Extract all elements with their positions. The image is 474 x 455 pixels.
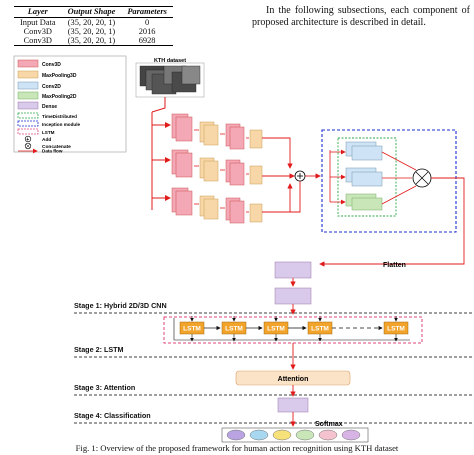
lstm-block: LSTM LSTM LSTM LSTM LSTM xyxy=(163,316,423,344)
legend-label: Dense xyxy=(42,104,57,110)
table-cell: Input Data xyxy=(20,18,56,27)
svg-text:LSTM: LSTM xyxy=(387,326,405,333)
table-cell: 0 xyxy=(144,18,150,27)
legend-item: Conv3D xyxy=(17,59,61,68)
inception-module xyxy=(321,129,457,233)
legend-label: MaxPooling3D xyxy=(42,73,77,79)
legend-item: MaxPooling2D xyxy=(17,91,77,100)
col-parameters: Parameters xyxy=(121,6,173,18)
legend-item: + Add xyxy=(24,135,51,143)
svg-text:LSTM: LSTM xyxy=(267,326,285,333)
table-cell: 6928 xyxy=(121,36,173,46)
legend-item: Concatenate xyxy=(24,142,71,150)
class-node xyxy=(295,429,315,441)
dense-block xyxy=(274,261,312,279)
body-paragraph: In the following subsections, each compo… xyxy=(252,5,470,28)
lstm-cell: LSTM xyxy=(383,321,409,335)
class-node xyxy=(226,429,246,441)
dense-block xyxy=(277,397,309,413)
svg-text:LSTM: LSTM xyxy=(311,326,329,333)
legend-item: Inception module xyxy=(17,120,80,127)
attention-label: Attention xyxy=(278,376,309,383)
legend-label: MaxPooling2D xyxy=(42,94,77,100)
stage-label: Stage 3: Attention xyxy=(74,383,136,392)
class-node xyxy=(272,429,292,441)
dataset-label: KTH dataset xyxy=(154,58,186,64)
class-node xyxy=(249,429,269,441)
svg-text:LSTM: LSTM xyxy=(183,326,201,333)
col-output-shape: Output Shape xyxy=(61,6,122,18)
table-cell: (35, 20, 20, 1) xyxy=(67,18,116,27)
stage-label: Stage 1: Hybrid 2D/3D CNN xyxy=(74,301,167,310)
col-layer: Layer xyxy=(14,6,62,18)
add-icon xyxy=(24,135,32,143)
params-table: Layer Output Shape Parameters Input Data… xyxy=(14,6,173,46)
legend-label: Inception module xyxy=(42,122,80,127)
stage-label: Stage 4: Classification xyxy=(74,411,151,420)
figure-caption: Fig. 1: Overview of the proposed framewo… xyxy=(75,443,399,453)
table-cell: 2016 xyxy=(138,27,156,36)
stage-label: Stage 2: LSTM xyxy=(74,345,124,354)
svg-text:+: + xyxy=(26,137,29,143)
legend-item: Conv2D xyxy=(17,81,61,90)
table-row: Conv3D (35, 20, 20, 1) 6928 xyxy=(14,36,173,46)
class-node xyxy=(341,429,361,441)
flatten-label: Flatten xyxy=(383,262,406,269)
legend: Conv3D MaxPooling3D Conv2D MaxPooling2D … xyxy=(13,55,127,154)
table-row: Input Data (35, 20, 20, 1) 0 xyxy=(14,18,173,28)
lstm-cell: LSTM xyxy=(221,321,247,335)
lstm-cell: LSTM xyxy=(263,321,289,335)
legend-label: LSTM xyxy=(42,130,55,135)
legend-label: Add xyxy=(42,137,51,143)
legend-label: Conv3D xyxy=(42,62,61,68)
dense-block xyxy=(274,287,312,305)
legend-label: Concatenate xyxy=(42,144,71,150)
legend-item: Dense xyxy=(17,101,57,110)
output-classes xyxy=(221,427,369,443)
legend-label: Conv2D xyxy=(42,84,61,90)
legend-label: TimeDistributed xyxy=(42,114,77,119)
table-cell: Conv3D xyxy=(23,27,52,36)
svg-text:LSTM: LSTM xyxy=(225,326,243,333)
cnn-branch-3 xyxy=(171,187,263,224)
class-node xyxy=(318,429,338,441)
table-cell: (35, 20, 20, 1) xyxy=(67,27,116,36)
table-cell: Conv3D xyxy=(14,36,62,46)
dataset-frames: KTH dataset xyxy=(135,58,205,98)
legend-item: LSTM xyxy=(17,128,55,135)
legend-item: TimeDistributed xyxy=(17,112,77,119)
lstm-cell: LSTM xyxy=(307,321,333,335)
legend-label: Data flow xyxy=(42,149,63,154)
legend-item: MaxPooling3D xyxy=(17,70,77,79)
concatenate-node xyxy=(412,168,432,188)
table-cell: (35, 20, 20, 1) xyxy=(61,36,122,46)
attention-block: Attention xyxy=(235,370,351,386)
table-row: Conv3D (35, 20, 20, 1) 2016 xyxy=(14,27,173,36)
legend-item: Data flow xyxy=(18,149,63,154)
add-node xyxy=(294,170,306,182)
softmax-label: Softmax xyxy=(315,421,343,428)
lstm-cell: LSTM xyxy=(179,321,205,335)
cnn-branch-2 xyxy=(171,149,263,186)
cnn-branch-1 xyxy=(171,113,263,150)
